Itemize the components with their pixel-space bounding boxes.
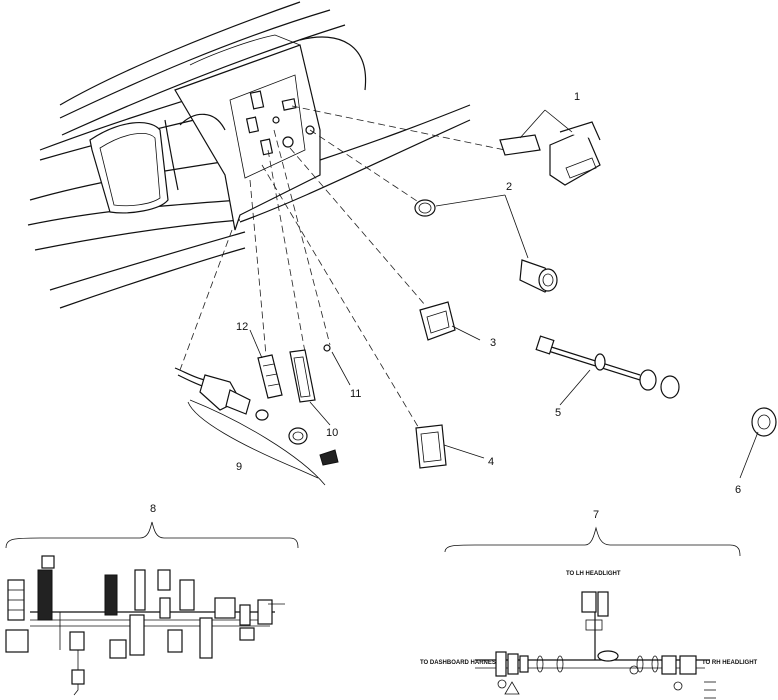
callout-11: 11 [350, 388, 361, 400]
to-rh-headlight-label: TO RH HEADLIGHT [702, 660, 758, 666]
callout-3: 3 [490, 337, 496, 349]
callout-2: 2 [506, 181, 512, 193]
callout-labels: 1 2 3 4 5 6 7 8 9 10 11 12 [150, 91, 741, 521]
part-9-connector-assembly [174, 367, 339, 486]
part-2-outlet-and-ring [414, 194, 558, 293]
part-10-bezel [289, 349, 331, 426]
callout-4: 4 [488, 456, 494, 468]
part-4-cover-plate [415, 424, 485, 469]
callout-10: 10 [326, 427, 338, 439]
part-11-bulb [323, 344, 351, 386]
braces [5, 401, 741, 557]
part-6-grommet [739, 407, 777, 479]
wiring-schematic-left [5, 555, 285, 696]
callout-7: 7 [593, 509, 599, 521]
part-12-indicator-strip [249, 329, 283, 399]
to-lh-headlight-label: TO LH HEADLIGHT [566, 571, 621, 577]
part-1-switch-and-cover [499, 109, 601, 186]
wiring-schematic-right: TO LH HEADLIGHT TO DASHBOARD HARNESS TO … [420, 571, 758, 699]
part-3-switch [419, 301, 481, 341]
callout-6: 6 [735, 484, 741, 496]
callout-9: 9 [236, 461, 242, 473]
dashboard-body [27, 1, 471, 309]
to-dashboard-harness-label: TO DASHBOARD HARNESS [420, 660, 500, 666]
part-5-cable-assembly [535, 335, 680, 406]
callout-8: 8 [150, 503, 156, 515]
leader-lines [179, 105, 506, 431]
callout-5: 5 [555, 407, 561, 419]
callout-12: 12 [236, 321, 248, 333]
callout-1: 1 [574, 91, 580, 103]
